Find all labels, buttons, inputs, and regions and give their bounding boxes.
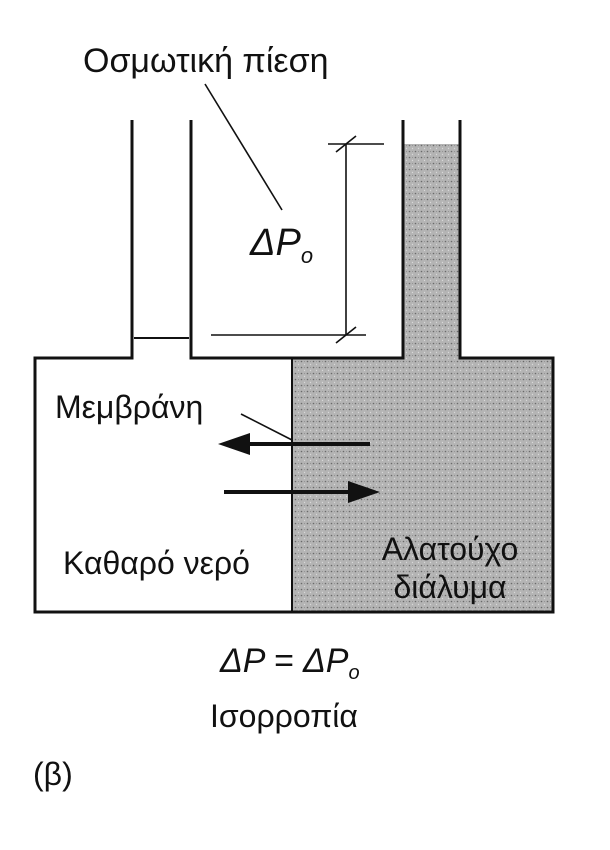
- arrow-right: [224, 481, 380, 503]
- container-outline: [33, 120, 555, 614]
- saline-solution-label-line2: διάλυμα: [393, 569, 506, 605]
- equilibrium-label: Ισορροπία: [210, 698, 358, 734]
- membrane-label: Μεμβράνη: [55, 389, 203, 425]
- panel-label: (β): [33, 756, 73, 792]
- pure-water-label: Καθαρό νερό: [63, 545, 250, 581]
- dimension-tick-bottom: [335, 326, 357, 344]
- equation-label: ΔP = ΔPo: [219, 642, 360, 684]
- osmotic-pressure-leader: [204, 83, 283, 211]
- arrow-left: [218, 433, 370, 455]
- membrane-leader: [240, 413, 293, 441]
- delta-po-label: ΔPo: [249, 222, 313, 268]
- osmotic-pressure-label: Οσμωτική πίεση: [83, 42, 329, 80]
- saline-solution-label-line1: Αλατούχο: [382, 531, 519, 567]
- dimension-tick-top: [335, 135, 357, 153]
